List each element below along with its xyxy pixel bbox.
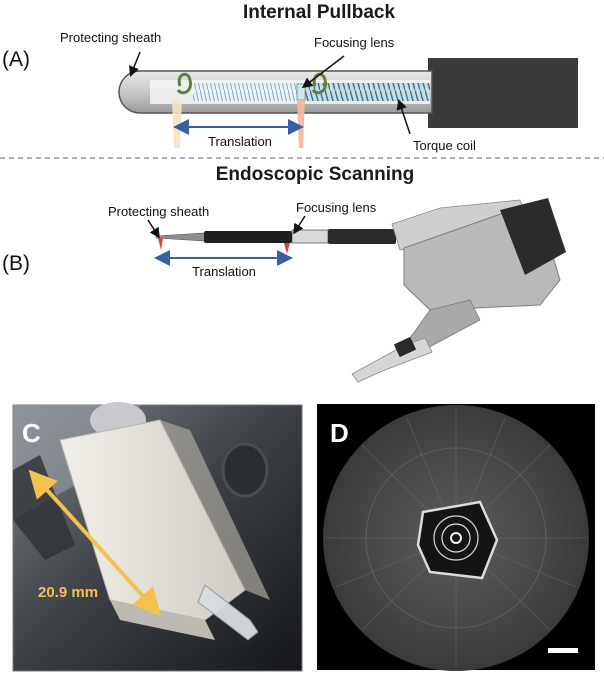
label-translation-a: Translation	[208, 134, 272, 149]
glass-sheath-tube	[197, 584, 259, 641]
endoscope-handle	[351, 337, 433, 383]
label-focusing-lens-b: Focusing lens	[296, 200, 377, 215]
probe-grip	[328, 229, 396, 244]
measurement-label: 20.9 mm	[38, 584, 98, 601]
pointer-sheath-a	[129, 51, 141, 77]
scale-bar	[548, 648, 578, 653]
endoscope-collar	[393, 336, 417, 358]
label-protecting-sheath-b: Protecting sheath	[108, 204, 209, 219]
panel-c-label: C	[22, 418, 41, 448]
panel-a: Internal Pullback (A) Translation Protec…	[2, 2, 578, 153]
pointer-sheath-b	[147, 219, 160, 239]
beam-mark-tip	[158, 238, 163, 250]
panel-b-label: (B)	[2, 252, 30, 275]
distal-spring	[193, 83, 301, 101]
rotation-arrow-right-icon	[312, 72, 327, 87]
label-focusing-lens-a: Focusing lens	[314, 35, 395, 50]
rotation-arrow-left-icon	[177, 72, 192, 87]
probe-housing	[428, 58, 578, 128]
beam-mark-lens	[284, 243, 290, 254]
panel-b-title: Endoscopic Scanning	[216, 164, 414, 185]
probe-holder-side	[160, 420, 270, 600]
beam-left	[172, 100, 182, 148]
probe-lens-segment	[291, 229, 329, 244]
torque-coil-body	[305, 83, 430, 101]
oct-center-ring	[450, 532, 462, 544]
beam-right	[297, 100, 305, 148]
label-translation-b: Translation	[192, 264, 256, 279]
photo-c-screw	[221, 442, 269, 498]
measurement-arrow	[28, 469, 162, 617]
pointer-torque-coil	[396, 99, 411, 135]
panel-d-label: D	[330, 418, 349, 448]
probe-shaft	[204, 231, 292, 243]
panel-a-label: (A)	[2, 48, 30, 71]
panel-b: Endoscopic Scanning (B) Translation Prot…	[2, 164, 566, 383]
oct-sheath-ring	[433, 515, 479, 561]
pointer-lens-a	[301, 55, 345, 89]
label-torque-coil: Torque coil	[413, 138, 476, 153]
probe-tip	[155, 232, 206, 242]
panel-c: 20.9 mm C	[12, 402, 303, 672]
panel-d: D	[317, 404, 595, 671]
label-protecting-sheath-a: Protecting sheath	[60, 30, 161, 45]
pointer-lens-b	[293, 215, 306, 235]
rotation-arrow-right-tail	[311, 79, 327, 95]
oct-probe-ring	[441, 523, 471, 553]
oct-ring-outer	[365, 447, 547, 629]
panel-a-title: Internal Pullback	[243, 2, 395, 23]
endoscope-cap	[500, 198, 566, 275]
rotation-arrow-left-tail	[176, 79, 192, 95]
oct-lumen-boundary	[416, 500, 499, 580]
focusing-lens-shape	[296, 83, 306, 101]
